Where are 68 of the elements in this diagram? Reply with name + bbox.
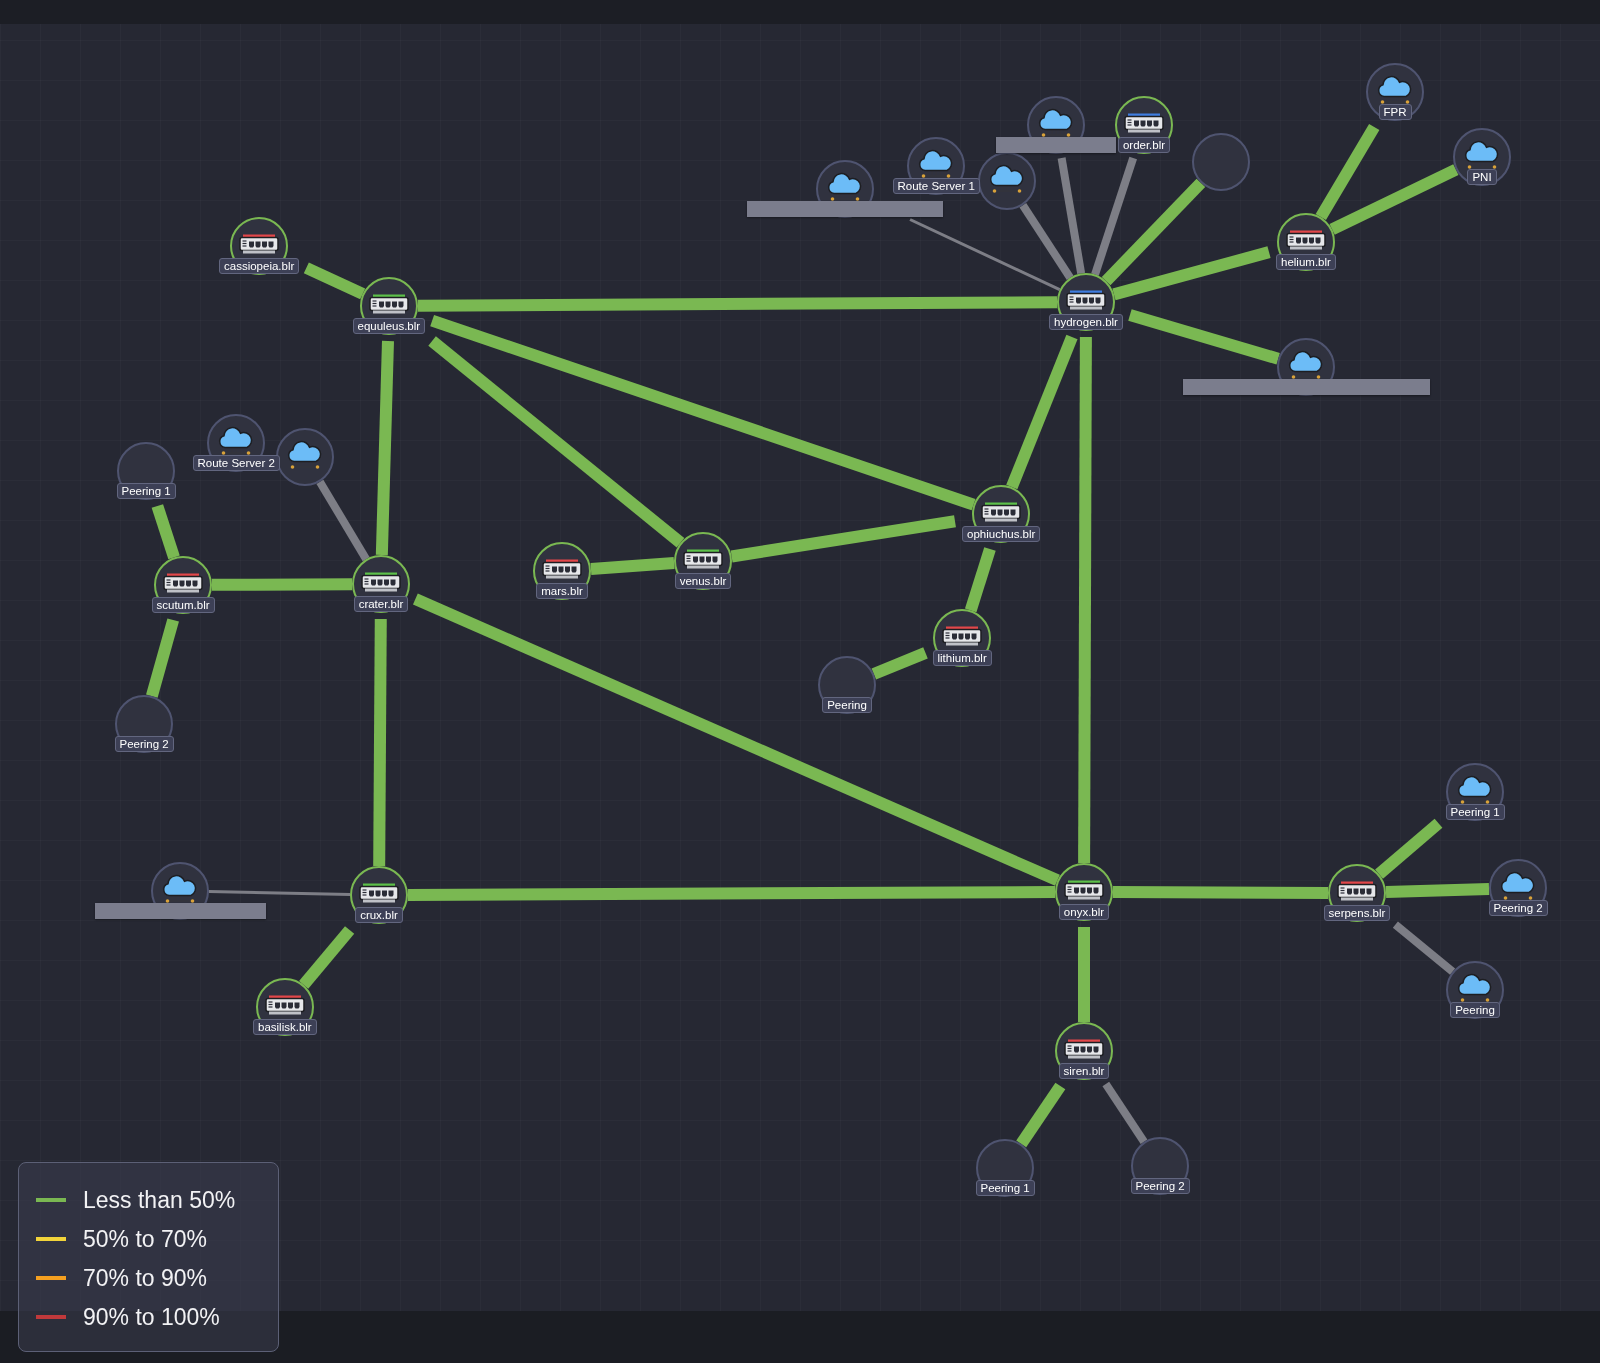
node-label: scutum.blr [151,597,215,613]
node-label: ophiuchus.blr [962,526,1041,542]
link-line [151,504,180,560]
legend-label: Less than 50% [83,1185,236,1214]
link-line [590,557,675,575]
node-label: siren.blr [1058,1063,1110,1079]
link-line [1128,309,1280,365]
link-line [316,479,370,562]
link-line [1329,164,1459,235]
link-line [417,296,1058,312]
node-label: Peering [822,697,872,713]
link-line [1078,336,1092,864]
link-line [964,547,996,613]
link-line [375,340,394,556]
node-label: cassiopeia.blr [219,258,300,274]
link-line [373,618,387,867]
node-label: Peering 1 [1445,804,1505,820]
link-line [407,886,1056,901]
node-label: hydrogen.blr [1049,314,1123,330]
link-line [1375,818,1443,879]
node-label: lithium.blr [932,650,992,666]
link-line [428,336,685,548]
link-line [1006,334,1078,490]
link-line [299,926,355,989]
node-label: crater.blr [353,596,409,612]
link-line [208,890,351,896]
link-line [730,515,956,563]
node-label: Peering 2 [1488,900,1548,916]
link-line [1102,1081,1148,1144]
node-label: PNI [1467,169,1497,185]
node-label: venus.blr [674,573,732,589]
node-label: basilisk.blr [253,1019,317,1035]
node-label: Route Server 2 [192,455,280,471]
node-label: Peering 2 [114,736,174,752]
node-label: crux.blr [355,907,403,923]
node-label: onyx.blr [1058,904,1110,920]
link-line [1385,882,1490,899]
link-line [1078,927,1090,1022]
link-line [1057,157,1086,275]
link-line [1101,178,1206,286]
node-label: order.blr [1117,137,1171,153]
link-line [1392,921,1456,975]
node-label: Peering [1450,1002,1500,1018]
node-label: Peering 2 [1130,1178,1190,1194]
node-label: mars.blr [536,583,588,599]
node-label: Peering 1 [975,1180,1035,1196]
node-label: Peering 1 [116,483,176,499]
link-line [871,647,928,680]
node-label: Route Server 1 [892,178,980,194]
link-line [1112,246,1271,301]
link-line [1019,203,1074,280]
link-line [146,618,179,698]
link-line [430,315,976,511]
link-line [303,262,366,300]
node-label: FPR [1378,104,1412,120]
legend-label: 50% to 70% [83,1224,208,1253]
link-line [211,578,353,591]
link-line [412,593,1060,886]
link-line [1091,156,1137,276]
link-line [1016,1082,1066,1148]
node-label: equuleus.blr [352,318,426,334]
link-line [1112,886,1329,899]
legend-label: 70% to 90% [83,1263,208,1292]
legend-label: 90% to 100% [83,1302,220,1331]
node-label: helium.blr [1276,254,1336,270]
link-line [1315,123,1380,221]
node-label: serpens.blr [1323,905,1391,921]
link-line [909,218,1061,292]
